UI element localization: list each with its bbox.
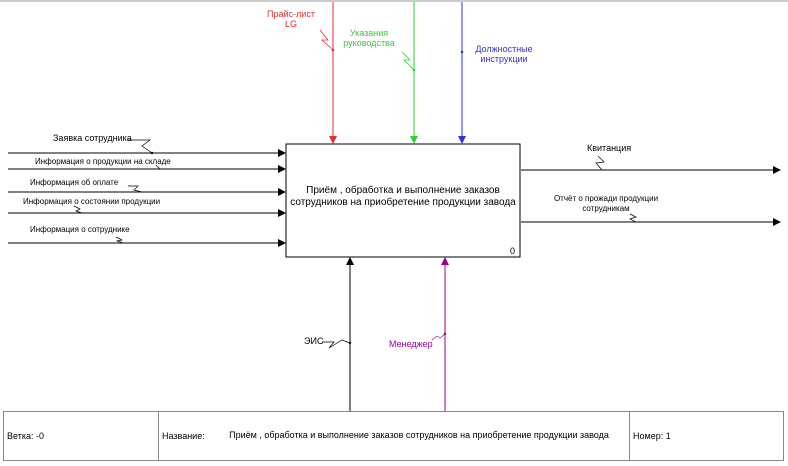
function-box-title: Приём , обработка и выполнение заказов с… xyxy=(290,185,516,208)
mechanism-label-eis: ЭИС xyxy=(304,336,324,346)
squiggle-employee xyxy=(115,236,124,244)
mechanism-label-manager: Менеджер xyxy=(389,339,433,349)
control-label-price-list: Прайс-лист LG xyxy=(267,9,315,29)
squiggle-payment xyxy=(128,185,143,193)
input-label-product-state: Информация о состоянии продукции xyxy=(23,197,161,206)
footer-name-label: Название: xyxy=(162,431,205,441)
dot-eis xyxy=(348,341,352,345)
input-label-warehouse: Информация о продукции на складе xyxy=(35,157,171,166)
squiggle-eis xyxy=(322,339,351,349)
footer-branch: Ветка: -0 xyxy=(7,431,44,441)
function-box-number: 0 xyxy=(510,246,516,256)
squiggle-request xyxy=(128,139,153,154)
footer-number: Номер: 1 xyxy=(633,431,671,441)
squiggle-management xyxy=(401,51,415,71)
output-label-sales-report: Отчёт о прожади продукции сотрудникам xyxy=(553,194,659,213)
footer-name-value: Приём , обработка и выполнение заказов с… xyxy=(229,430,609,440)
squiggle-sales-report xyxy=(629,213,637,223)
dot-price-list xyxy=(331,48,335,52)
dot-request xyxy=(150,151,154,155)
control-label-job-instructions: Должностные инструкции xyxy=(475,44,533,64)
input-label-employee: Информация о сотруднике xyxy=(30,225,130,234)
footer-branch-cell: Ветка: -0 xyxy=(4,412,159,460)
footer-name-cell: Название: Приём , обработка и выполнение… xyxy=(159,412,630,460)
input-label-request: Заявка сотрудника xyxy=(53,133,132,143)
squiggle-warehouse xyxy=(155,164,161,170)
squiggle-product-state xyxy=(73,205,83,214)
dot-job-instructions xyxy=(460,50,464,54)
output-label-receipt: Квитанция xyxy=(587,143,632,153)
dot-management xyxy=(412,68,416,72)
function-box[interactable] xyxy=(285,143,521,258)
input-label-payment: Информация об оплате xyxy=(30,178,119,187)
dot-manager xyxy=(443,332,447,336)
control-label-management: Указания руководства xyxy=(343,28,395,48)
squiggle-manager xyxy=(431,333,446,341)
diagram-footer: Ветка: -0 Название: Приём , обработка и … xyxy=(3,411,784,461)
squiggle-price-list xyxy=(319,29,334,51)
footer-number-cell: Номер: 1 xyxy=(630,412,783,460)
squiggle-receipt xyxy=(595,155,605,171)
